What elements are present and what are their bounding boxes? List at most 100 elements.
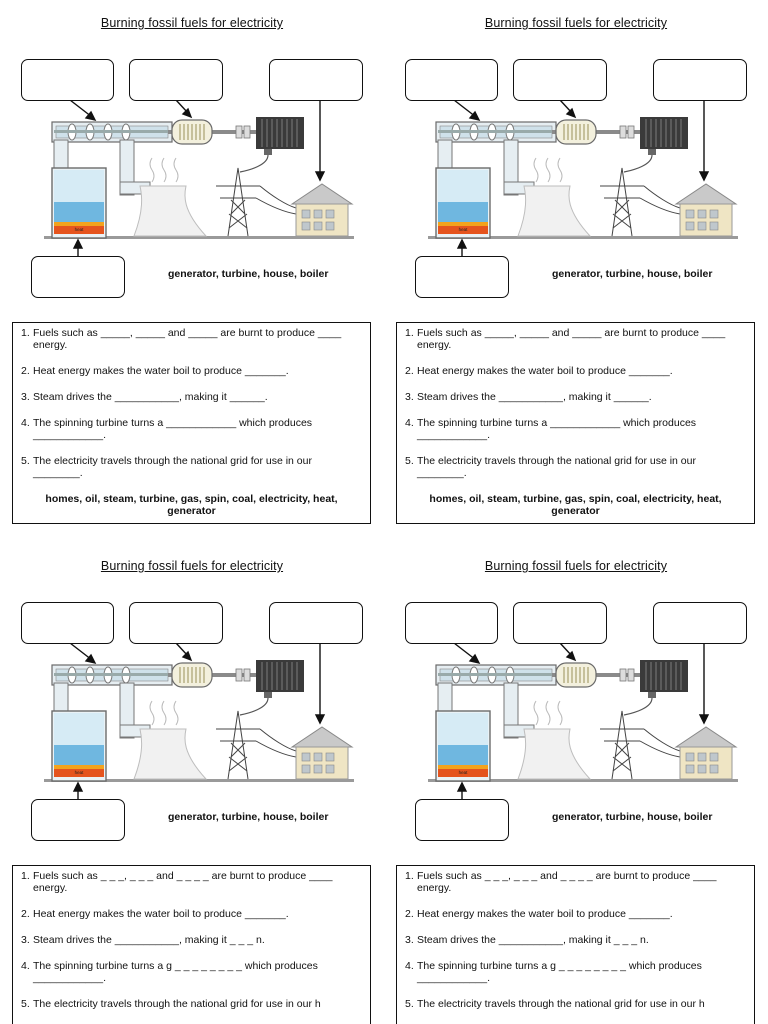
- question-number: 1.: [405, 870, 414, 882]
- question-text: Fuels such as _ _ _, _ _ _ and _ _ _ _ a…: [33, 870, 336, 894]
- question-number: 4.: [21, 417, 30, 429]
- power-station-diagram: heat: [44, 99, 354, 256]
- power-station-diagram: heat: [44, 642, 354, 799]
- question-item: 2.Heat energy makes the water boil to pr…: [21, 365, 362, 377]
- label-box-generator[interactable]: [513, 59, 607, 101]
- label-box-boiler[interactable]: [415, 799, 509, 841]
- question-item: 3.Steam drives the ___________, making i…: [21, 391, 362, 403]
- question-text: Heat energy makes the water boil to prod…: [33, 908, 289, 920]
- question-item: 2.Heat energy makes the water boil to pr…: [405, 908, 746, 920]
- question-number: 1.: [21, 870, 30, 882]
- question-text: The electricity travels through the nati…: [417, 998, 705, 1010]
- question-item: 5.The electricity travels through the na…: [21, 455, 362, 479]
- question-number: 2.: [21, 908, 30, 920]
- questions-box: 1.Fuels such as _____, _____ and _____ a…: [396, 322, 755, 524]
- question-number: 5.: [405, 998, 414, 1010]
- question-text: The electricity travels through the nati…: [417, 455, 699, 479]
- question-number: 5.: [21, 455, 30, 467]
- label-box-generator[interactable]: [129, 59, 223, 101]
- question-item: 1.Fuels such as _ _ _, _ _ _ and _ _ _ _…: [21, 870, 362, 894]
- question-text: Fuels such as _____, _____ and _____ are…: [417, 327, 729, 351]
- label-box-turbine[interactable]: [21, 602, 114, 644]
- question-item: 4.The spinning turbine turns a _________…: [21, 417, 362, 441]
- label-word-bank: generator, turbine, house, boiler: [552, 268, 713, 280]
- question-item: 1.Fuels such as _____, _____ and _____ a…: [21, 327, 362, 351]
- answer-word-bank: homes, oil, steam, turbine, gas, spin, c…: [429, 493, 722, 517]
- question-item: 1.Fuels such as _____, _____ and _____ a…: [405, 327, 746, 351]
- question-number: 3.: [21, 934, 30, 946]
- question-number: 2.: [405, 908, 414, 920]
- power-station-diagram: heat: [428, 642, 738, 799]
- question-item: 2.Heat energy makes the water boil to pr…: [21, 908, 362, 920]
- question-number: 4.: [405, 960, 414, 972]
- question-number: 3.: [405, 391, 414, 403]
- questions-box: 1.Fuels such as _____, _____ and _____ a…: [12, 322, 371, 524]
- label-box-house[interactable]: [653, 602, 747, 644]
- question-text: Heat energy makes the water boil to prod…: [417, 365, 673, 377]
- question-number: 5.: [405, 455, 414, 467]
- label-word-bank: generator, turbine, house, boiler: [552, 811, 713, 823]
- question-text: The electricity travels through the nati…: [33, 455, 315, 479]
- question-text: The spinning turbine turns a ___________…: [417, 417, 699, 441]
- question-number: 5.: [21, 998, 30, 1010]
- label-word-bank: generator, turbine, house, boiler: [168, 811, 329, 823]
- question-item: 2.Heat energy makes the water boil to pr…: [405, 365, 746, 377]
- question-item: 3.Steam drives the ___________, making i…: [405, 934, 746, 946]
- label-box-generator[interactable]: [513, 602, 607, 644]
- question-number: 4.: [21, 960, 30, 972]
- question-item: 1.Fuels such as _ _ _, _ _ _ and _ _ _ _…: [405, 870, 746, 894]
- heat-label: heat: [459, 227, 469, 232]
- label-word-bank: generator, turbine, house, boiler: [168, 268, 329, 280]
- label-box-boiler[interactable]: [415, 256, 509, 298]
- question-item: 3.Steam drives the ___________, making i…: [405, 391, 746, 403]
- question-text: Steam drives the ___________, making it …: [33, 934, 265, 946]
- worksheet: Burning fossil fuels for electricity: [384, 0, 755, 524]
- worksheet-title: Burning fossil fuels for electricity: [100, 559, 284, 573]
- question-item: 5.The electricity travels through the na…: [21, 998, 362, 1010]
- heat-label: heat: [459, 770, 469, 775]
- label-box-turbine[interactable]: [21, 59, 114, 101]
- label-box-house[interactable]: [653, 59, 747, 101]
- question-text: Steam drives the ___________, making it …: [33, 391, 268, 403]
- label-box-generator[interactable]: [129, 602, 223, 644]
- question-item: 3.Steam drives the ___________, making i…: [21, 934, 362, 946]
- question-item: 4.The spinning turbine turns a g _ _ _ _…: [21, 960, 362, 984]
- heat-label: heat: [75, 227, 85, 232]
- question-text: Heat energy makes the water boil to prod…: [33, 365, 289, 377]
- answer-word-bank: homes, oil, steam, turbine, gas, spin, c…: [45, 493, 338, 517]
- question-text: Steam drives the ___________, making it …: [417, 391, 652, 403]
- question-number: 1.: [21, 327, 30, 339]
- worksheet: Burning fossil fuels for electricity: [0, 543, 371, 1024]
- worksheet-title: Burning fossil fuels for electricity: [100, 16, 284, 30]
- questions-box: 1.Fuels such as _ _ _, _ _ _ and _ _ _ _…: [396, 865, 755, 1024]
- question-text: The electricity travels through the nati…: [33, 998, 321, 1010]
- question-item: 5.The electricity travels through the na…: [405, 998, 746, 1010]
- question-text: The spinning turbine turns a g _ _ _ _ _…: [417, 960, 705, 984]
- label-box-boiler[interactable]: [31, 799, 125, 841]
- question-text: Fuels such as _ _ _, _ _ _ and _ _ _ _ a…: [417, 870, 720, 894]
- question-text: The spinning turbine turns a ___________…: [33, 417, 315, 441]
- label-box-boiler[interactable]: [31, 256, 125, 298]
- worksheet: Burning fossil fuels for electricity: [0, 0, 371, 524]
- question-text: Heat energy makes the water boil to prod…: [417, 908, 673, 920]
- question-number: 1.: [405, 327, 414, 339]
- worksheet-title: Burning fossil fuels for electricity: [484, 16, 668, 30]
- question-text: Fuels such as _____, _____ and _____ are…: [33, 327, 345, 351]
- question-item: 4.The spinning turbine turns a g _ _ _ _…: [405, 960, 746, 984]
- question-number: 2.: [21, 365, 30, 377]
- question-text: The spinning turbine turns a g _ _ _ _ _…: [33, 960, 321, 984]
- label-box-turbine[interactable]: [405, 602, 498, 644]
- label-box-house[interactable]: [269, 59, 363, 101]
- questions-box: 1.Fuels such as _ _ _, _ _ _ and _ _ _ _…: [12, 865, 371, 1024]
- question-number: 3.: [405, 934, 414, 946]
- label-box-house[interactable]: [269, 602, 363, 644]
- question-number: 4.: [405, 417, 414, 429]
- question-number: 3.: [21, 391, 30, 403]
- question-item: 4.The spinning turbine turns a _________…: [405, 417, 746, 441]
- power-station-diagram: heat: [428, 99, 738, 256]
- heat-label: heat: [75, 770, 85, 775]
- question-item: 5.The electricity travels through the na…: [405, 455, 746, 479]
- label-box-turbine[interactable]: [405, 59, 498, 101]
- worksheet: Burning fossil fuels for electricity: [384, 543, 755, 1024]
- question-text: Steam drives the ___________, making it …: [417, 934, 649, 946]
